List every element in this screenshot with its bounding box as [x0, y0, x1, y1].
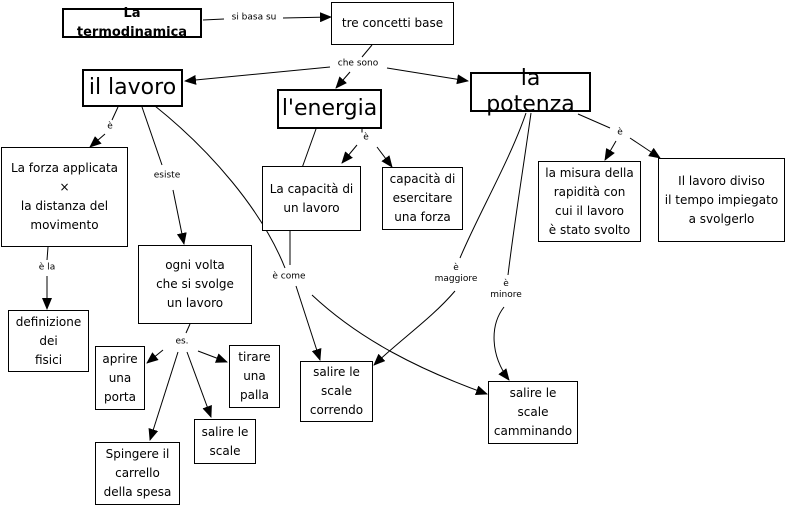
node-forza-distanza: La forza applicata × la distanza del mov… [1, 147, 128, 247]
connector-es-in [185, 323, 191, 334]
connector-si-basa-su-out [282, 12, 332, 23]
connector-lavoro-esiste-in [141, 106, 163, 166]
node-l-energia: l'energia [277, 89, 382, 129]
connector-energia-e-to-capacita-forza [376, 146, 393, 168]
connector-e-come-to-correndo [295, 285, 322, 361]
label-e-minore: è minore [488, 279, 524, 301]
connector-potenza-minore-in [507, 112, 532, 276]
connector-potenza-e-to-misura [604, 140, 617, 161]
connector-es-to-tirare [197, 350, 228, 363]
node-termodinamica: La termodinamica [62, 6, 202, 40]
connector-si-basa-su-in [202, 18, 225, 21]
node-tirare-palla: tirare una palla [229, 345, 280, 408]
label-e-maggiore: è maggiore [432, 263, 480, 285]
label-e-la: è la [36, 262, 58, 274]
connector-lavoro-e-come [154, 105, 286, 269]
connector-che-sono-in [361, 44, 373, 58]
label-si-basa-su: si basa su [229, 12, 279, 24]
label-e-come: è come [270, 271, 308, 283]
connector-e-come-to-camminando [311, 294, 488, 395]
label-e-energia: è [361, 132, 371, 144]
connector-potenza-e-to-diviso [629, 137, 661, 159]
node-salire-scale: salire le scale [194, 419, 256, 464]
node-misura-rapidita: la misura della rapidità con cui il lavo… [538, 161, 641, 242]
node-capacita-forza: capacità di esercitare una forza [382, 167, 463, 230]
connector-potenza-maggiore-out [373, 290, 456, 366]
label-che-sono: che sono [335, 58, 381, 70]
connector-che-sono-to-lavoro [184, 66, 331, 85]
label-es: es. [173, 336, 191, 348]
node-ogni-volta: ogni volta che si svolge un lavoro [138, 245, 252, 324]
node-salire-scale-correndo: salire le scale correndo [300, 361, 373, 422]
node-capacita-lavoro: La capacità di un lavoro [262, 166, 361, 231]
connector-lavoro-e-in [111, 106, 119, 121]
connector-potenza-e-in [577, 113, 611, 129]
connector-lavoro-e-out [89, 133, 106, 148]
connector-energia-to-capacita-lavoro [301, 128, 317, 169]
node-il-lavoro: il lavoro [82, 69, 183, 107]
connector-es-to-spingere [148, 351, 179, 441]
node-la-potenza: la potenza [470, 66, 591, 117]
label-e-lavoro: è [105, 121, 115, 133]
node-definizione: definizione dei fisici [8, 310, 89, 372]
connector-che-sono-to-energia [335, 71, 351, 89]
connector-es-to-aprire [146, 349, 164, 364]
node-spingere-carrello: Spingere il carrello della spesa [95, 442, 180, 505]
connector-che-sono-to-potenza [386, 67, 469, 85]
connector-potenza-maggiore-in [459, 112, 527, 259]
node-aprire-porta: aprire una porta [95, 346, 145, 410]
node-lavoro-diviso: Il lavoro diviso il tempo impiegato a sv… [658, 158, 785, 242]
connector-lavoro-esiste-out [172, 189, 187, 245]
connector-potenza-minore-out [493, 306, 510, 381]
label-e-potenza: è [615, 127, 625, 139]
label-esiste: esiste [151, 170, 183, 182]
node-tre-concetti-base: tre concetti base [331, 2, 454, 45]
node-salire-scale-camminando: salire le scale camminando [488, 381, 578, 444]
connector-energia-e-to-capacita-lavoro [341, 144, 358, 164]
connector-es-to-salire [186, 351, 212, 418]
connector-e-la-in [46, 246, 49, 261]
